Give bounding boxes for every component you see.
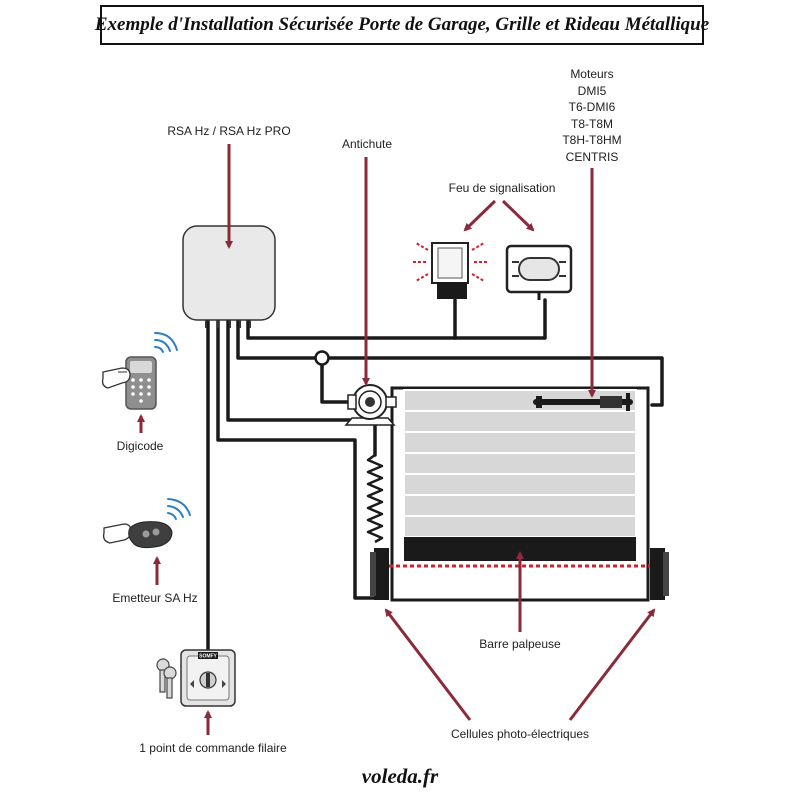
photocell-left-icon [370,548,389,600]
label-motor-model: T8H-T8HM [562,133,622,147]
footer-website: voleda.fr [361,764,439,788]
label-arrows [137,144,656,735]
digicode-keypad-icon [101,332,178,410]
spring-icon [366,453,384,544]
label-digicode: Digicode [116,439,164,453]
rsa-control-box [182,225,276,328]
remote-control-icon [102,498,191,549]
label-motors: Moteurs DMI5 T6-DMI6 T8-T8M T8H-T8HM CEN… [562,66,621,165]
key-switch-icon: SOMFY [180,649,236,707]
label-motor-model: T6-DMI6 [568,100,616,114]
label-antichute: Antichute [341,137,393,151]
wiring [206,298,664,652]
arrow-cellules-left [384,608,472,721]
label-commande-filaire: 1 point de commande filaire [139,741,287,755]
photocell-right-icon [650,548,669,600]
arrow-cellules-right [568,608,656,721]
label-motor-model: T8-T8M [571,116,613,131]
label-motor-model: DMI5 [577,83,607,98]
tubular-motor-icon [533,393,633,411]
label-motors-title: Moteurs [570,67,614,81]
warning-lamp-icon [505,244,573,300]
keys-icon [156,658,177,699]
junction-node [314,350,330,366]
title-box: Exemple d'Installation Sécurisée Porte d… [95,5,709,45]
arrow-feu-left [463,199,497,232]
label-cellules: Cellules photo-électriques [450,727,590,741]
diagram-title: Exemple d'Installation Sécurisée Porte d… [94,14,710,35]
label-emetteur: Emetteur SA Hz [112,591,198,605]
flashing-light-icon [412,242,488,299]
key-switch-brand: SOMFY [199,654,217,660]
antichute-motor-icon [344,384,397,426]
label-motor-model: CENTRIS [565,149,619,164]
label-rsa: RSA Hz / RSA Hz PRO [167,124,291,138]
arrow-feu-right [501,199,535,232]
label-feu-signalisation: Feu de signalisation [448,181,556,195]
label-barre-palpeuse: Barre palpeuse [479,637,561,651]
